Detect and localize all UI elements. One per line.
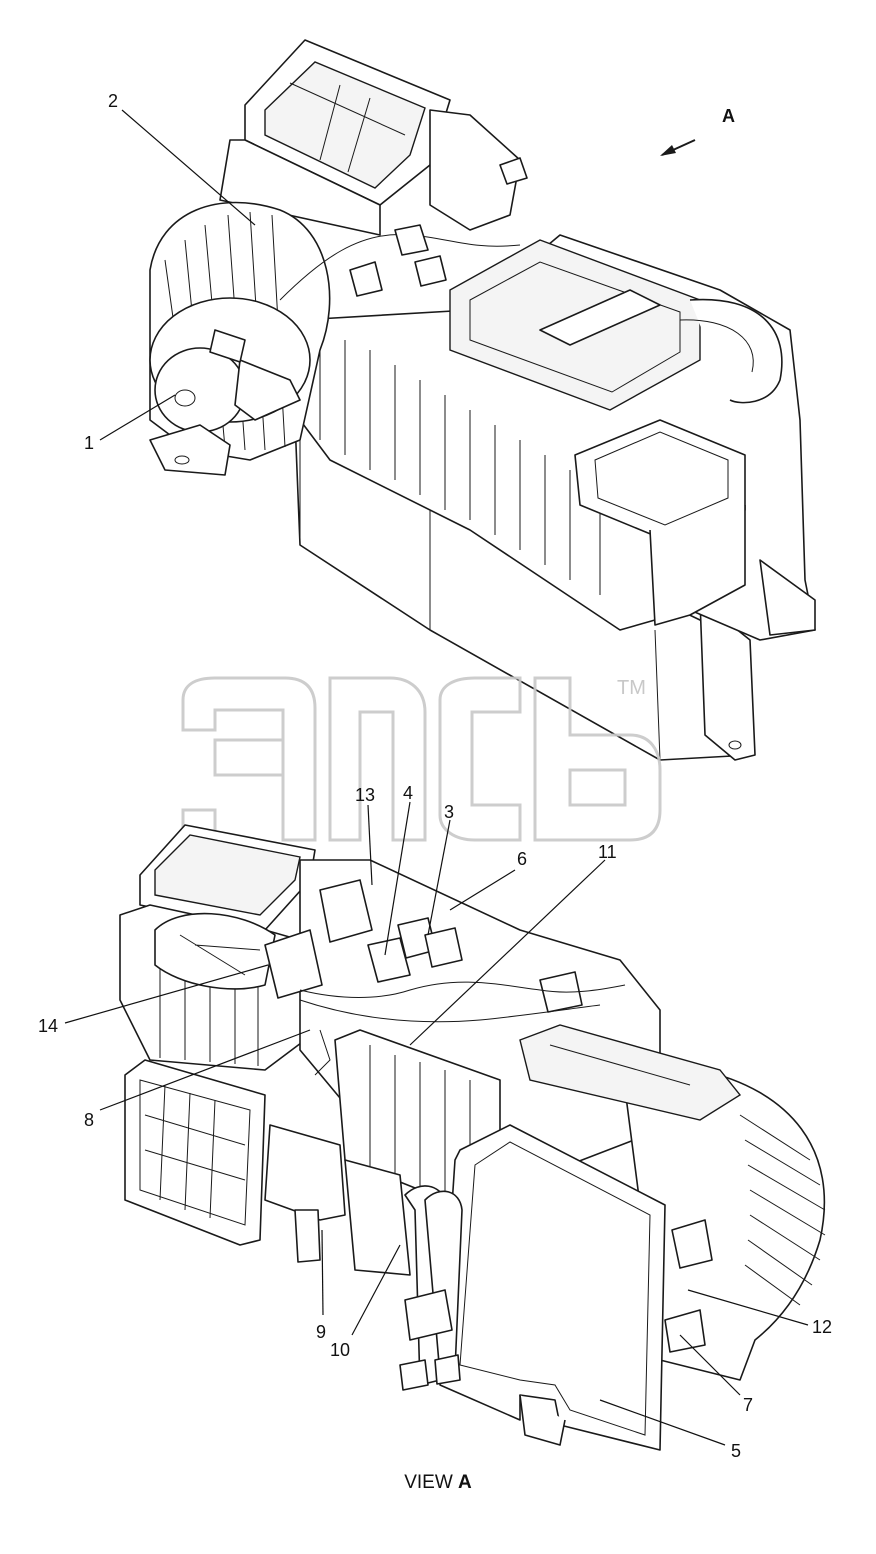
leader-8 xyxy=(99,1029,311,1111)
callout-6: 6 xyxy=(517,849,527,869)
view-caption-prefix: VIEW xyxy=(404,1472,453,1493)
callout-12: 12 xyxy=(812,1317,832,1337)
leader-4 xyxy=(384,801,411,956)
leader-9 xyxy=(321,1229,324,1316)
watermark-trademark: TM xyxy=(617,677,646,699)
leader-13 xyxy=(367,804,373,886)
view-a-caption: VIEW A xyxy=(0,1472,876,1494)
callout-14: 14 xyxy=(38,1016,58,1036)
view-caption-letter: A xyxy=(458,1472,472,1493)
callout-3: 3 xyxy=(444,802,454,822)
hvac-module-view-a xyxy=(119,824,826,1451)
callout-1: 1 xyxy=(84,433,94,453)
leader-1 xyxy=(99,394,176,441)
callout-5: 5 xyxy=(731,1441,741,1461)
leader-3 xyxy=(427,819,451,936)
callout-8: 8 xyxy=(84,1110,94,1130)
leader-14 xyxy=(64,964,269,1024)
leader-7 xyxy=(679,1334,741,1396)
leader-10 xyxy=(351,1244,401,1336)
callout-2: 2 xyxy=(108,91,118,111)
callout-13: 13 xyxy=(355,785,375,805)
leader-12 xyxy=(687,1289,809,1326)
view-a-marker: A xyxy=(722,106,735,126)
callout-10: 10 xyxy=(330,1340,350,1360)
callout-4: 4 xyxy=(403,783,413,803)
callout-11: 11 xyxy=(598,842,617,862)
leader-5 xyxy=(599,1399,726,1446)
leader-2 xyxy=(121,109,256,226)
leader-11 xyxy=(409,859,606,1046)
callout-7: 7 xyxy=(743,1395,753,1415)
leader-6 xyxy=(449,869,516,911)
callout-9: 9 xyxy=(316,1322,326,1342)
watermark-logo xyxy=(181,676,662,842)
callout-numbers: 1 2 3 4 5 6 7 8 9 10 11 12 13 14 xyxy=(38,91,832,1461)
leader-lines xyxy=(64,109,809,1446)
view-a-arrow xyxy=(660,139,696,156)
hvac-module-top-view xyxy=(149,39,816,761)
